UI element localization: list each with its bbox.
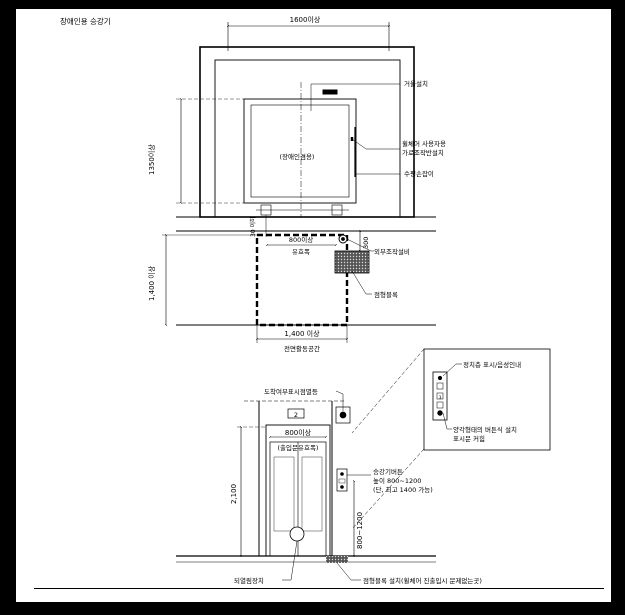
label-panel-1: 휠체어 사용자용 [402,139,446,148]
label-mirror: 거울설치 [404,79,428,88]
label-dim-1400-h: 1,400 이상 [284,329,320,338]
mirror-mark [322,89,338,95]
label-height-2100: 2,100 [230,484,238,504]
label-height-800-1200: 800~1200 [356,512,364,549]
label-button-3: (단, 최고 1400 가능) [373,485,433,494]
label-floor-indicator: 2 [294,411,298,419]
elevator-button-panel [336,468,348,492]
elevation-view [176,390,436,581]
leader-tactile [351,270,372,295]
door-panel-left [273,456,295,532]
label-space: 전면활동공간 [284,344,320,353]
label-gap: 30 이하 [249,216,257,237]
page-title: 장애인용 승강기 [60,17,111,26]
detail-button-panel [432,371,448,421]
elevation-labels: 도착여부표시점멸등 2 800이상 (출입문유효폭) 승강기버튼 높이 800~… [230,387,482,585]
floor-indicator [287,408,305,419]
label-handrail: 수평손잡이 [404,169,434,178]
leader-panel [351,138,400,150]
shaft-wall-inner [214,59,401,218]
label-sensor: 되열림장치 [234,576,264,585]
leader-braille [442,412,452,430]
label-panel-number: 3 [439,395,442,401]
label-outside-button: 외부조작설비 [374,247,410,256]
label-braille-1: 양각형태의 버튼식 설치 [453,425,517,434]
leader-sensor [282,540,298,581]
label-floor-voice: 정치층 표시/음성인내 [463,360,521,369]
car-inner [250,104,350,198]
tactile-block-elevation [326,556,348,563]
label-elev-door-sub: (출입문유효폭) [278,443,319,452]
label-panel-2: 가로조작반설치 [402,148,444,157]
drawing-sheet: 장애인용 승강기 [16,9,611,602]
label-tactile: 점형블록 [374,291,398,299]
bottom-rule [34,588,604,589]
leader-arrival [335,390,344,411]
plan-labels: 1600이상 거울설치 (장애인겸용) 휠체어 사용자용 가로조작반설치 수평손… [147,15,446,353]
label-arrival: 도착여부표시점멸등 [264,387,318,396]
shaft-wall-outer [199,46,415,218]
leader-floor-voice [442,363,462,377]
door-panel-right [301,456,323,532]
leader-mirror [310,83,400,111]
label-dim-300: 300 [362,237,370,249]
elevator-car [243,98,357,204]
label-car: (장애인겸용) [280,152,315,161]
arrival-lamp [339,411,347,419]
detail-frame [423,348,551,451]
elevator-drawing: 1600이상 거울설치 (장애인겸용) 휠체어 사용자용 가로조작반설치 수평손… [147,15,551,585]
label-dim-left: 1350이상 [147,144,156,175]
label-braille-2: 표시문 커힘 [453,434,485,443]
detail-projection-top [351,348,425,434]
reopen-sensor [289,526,305,542]
label-door-width: 800이상 [289,235,313,244]
plan-view [162,22,436,343]
detail-labels: 정치층 표시/음성인내 3 양각형태의 버튼식 설치 표시문 커힘 [439,360,522,443]
leader-tactile-elev [336,562,361,581]
door-jamb-right [331,204,343,216]
label-dim-1400-v: 1,400 이상 [147,265,156,301]
label-dim-top: 1600이상 [290,15,321,24]
tactile-block-plan [334,250,370,274]
leader-outside [346,238,374,252]
detail-callout [351,348,551,530]
label-elev-door-width: 800이상 [285,428,312,437]
label-tactile-note: 점형블록 설치(휠체어 진출입시 문제없는곳) [363,576,482,585]
label-door-sub: 유효폭 [292,248,310,256]
label-button-1: 승강기버튼 [373,467,403,476]
label-button-2: 높이 800~1200 [373,476,421,485]
